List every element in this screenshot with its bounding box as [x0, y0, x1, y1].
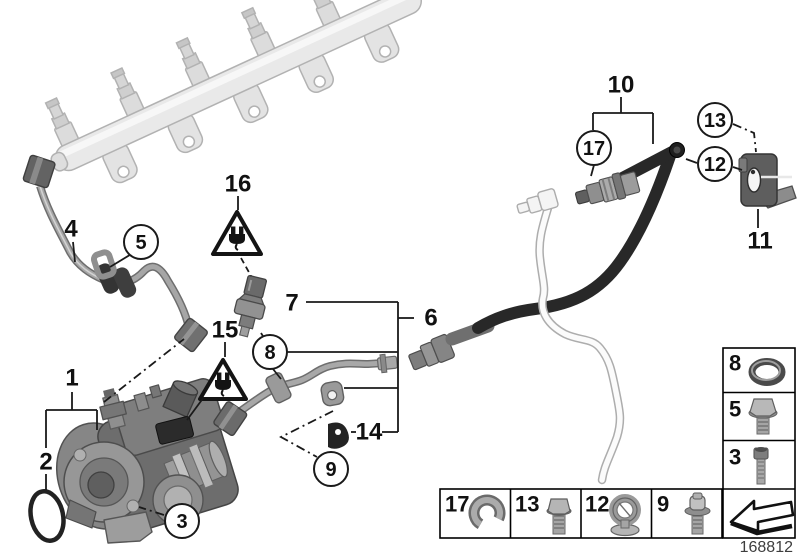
legend-cell-13[interactable]: 13 [515, 492, 572, 535]
pump-mounting-foot [103, 511, 153, 544]
svg-text:13: 13 [515, 492, 539, 517]
electrical-hazard-triangle-16 [211, 210, 263, 256]
legend-cell-5[interactable]: 5 [729, 397, 778, 435]
legend-right-column: 8 5 3 [722, 347, 796, 539]
callout-7[interactable]: 7 [285, 290, 298, 317]
legend-cell-12[interactable]: 12 [585, 492, 641, 537]
svg-text:17: 17 [445, 492, 469, 517]
svg-text:8: 8 [264, 342, 275, 364]
callout-5[interactable]: 5 [123, 224, 159, 260]
callout-17[interactable]: 17 [576, 130, 612, 166]
retaining-clip-icon [468, 494, 506, 532]
svg-text:5: 5 [729, 397, 741, 422]
high-pressure-pump-illustration [55, 378, 239, 544]
svg-text:9: 9 [657, 492, 669, 517]
svg-text:8: 8 [729, 351, 741, 376]
svg-text:17: 17 [583, 138, 605, 160]
diagram-number: 168812 [740, 539, 793, 556]
callout-15[interactable]: 15 [212, 317, 239, 344]
svg-text:13: 13 [704, 110, 726, 132]
svg-text:3: 3 [176, 511, 187, 533]
legend-cell-8[interactable]: 8 [729, 351, 786, 386]
callout-16[interactable]: 16 [225, 171, 252, 198]
quick-connector [574, 171, 641, 205]
pressure-sensor [233, 274, 268, 338]
torx-flange-bolt-icon [684, 492, 711, 535]
pipe-union-nut-bottom [174, 317, 208, 353]
callout-1[interactable]: 1 [65, 365, 78, 392]
pipe-union-nut-top [22, 154, 56, 189]
pulsation-damper [162, 380, 199, 418]
svg-text:3: 3 [729, 445, 741, 470]
hex-flange-bolt-icon [748, 398, 778, 435]
callout-11[interactable]: 11 [747, 228, 772, 255]
legend-cell-17[interactable]: 17 [445, 492, 506, 532]
pipe-clamp-block [265, 372, 292, 404]
cable-holder-clamp-icon [609, 494, 641, 537]
callout-4[interactable]: 4 [64, 216, 78, 243]
fuel-rail-illustration [44, 0, 422, 184]
svg-text:12: 12 [585, 492, 609, 517]
holder-bracket [738, 153, 797, 209]
callout-2[interactable]: 2 [39, 449, 52, 476]
rubber-clamp [328, 422, 349, 449]
electrical-hazard-triangle-15 [198, 358, 248, 401]
callout-6[interactable]: 6 [424, 305, 437, 332]
socket-head-screw-icon [753, 447, 769, 485]
pipe-grommet [113, 267, 137, 298]
callout-13[interactable]: 13 [697, 102, 733, 138]
callout-14[interactable]: 14 [356, 419, 383, 446]
high-pressure-pipe [213, 353, 398, 437]
o-ring-seal [28, 489, 66, 543]
leader-lines [45, 97, 759, 516]
callout-12[interactable]: 12 [697, 146, 733, 182]
reference-tube-illustration [516, 188, 625, 485]
callout-9[interactable]: 9 [313, 451, 349, 487]
direction-arrow-icon [729, 499, 795, 536]
legend-cell-direction-arrow[interactable] [729, 499, 795, 536]
o-ring-icon [748, 358, 786, 386]
reference-tube-connector [516, 188, 559, 214]
pipe6-union-nut [213, 401, 248, 437]
pump-inlet-fitting [99, 388, 127, 430]
fuel-hose-illustration [408, 142, 685, 371]
svg-text:12: 12 [704, 154, 726, 176]
legend-cell-3[interactable]: 3 [729, 445, 769, 485]
pipe-clip [90, 249, 117, 280]
callout-10[interactable]: 10 [608, 72, 635, 99]
rubber-clamp-hole [335, 429, 341, 435]
svg-text:5: 5 [135, 232, 146, 254]
pump-electrical-connector [155, 416, 194, 445]
legend-bottom-row: 17 13 12 [439, 488, 723, 539]
callout-3[interactable]: 3 [164, 503, 200, 539]
pipe-grommet [96, 263, 120, 294]
fuel-feed-pipe [22, 154, 208, 353]
svg-text:9: 9 [325, 459, 336, 481]
legend-cell-9[interactable]: 9 [657, 492, 711, 535]
pipe-bracket-tab [320, 380, 345, 407]
callout-8[interactable]: 8 [252, 334, 288, 370]
hex-flange-bolt-icon [546, 498, 572, 535]
